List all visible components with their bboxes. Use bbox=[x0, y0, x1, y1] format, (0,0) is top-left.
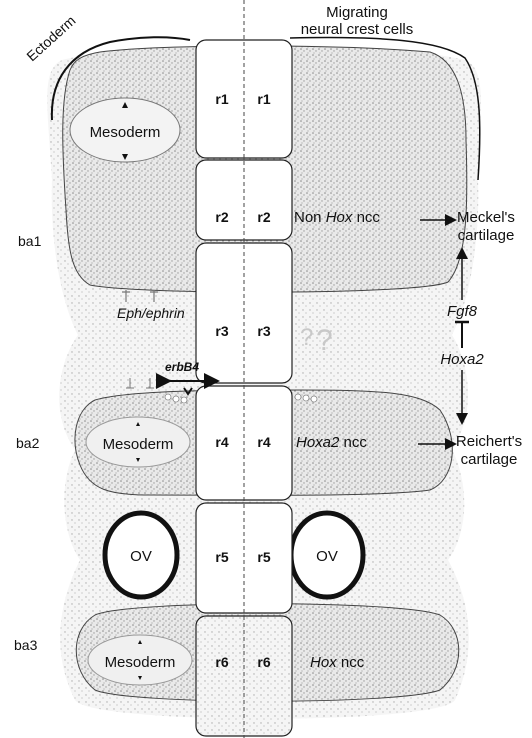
question-mark: ? bbox=[300, 324, 313, 351]
meckel-label: Meckel's bbox=[457, 209, 515, 226]
rhombomere-label-right: r5 bbox=[257, 549, 270, 565]
ectoderm-label: Ectoderm bbox=[23, 12, 78, 64]
fgf8-label: Fgf8 bbox=[447, 303, 478, 320]
rhombomere-label-left: r5 bbox=[215, 549, 228, 565]
rhombomere-r3 bbox=[196, 243, 292, 383]
question-mark: ? bbox=[316, 324, 333, 357]
mesoderm-label: Mesoderm bbox=[105, 654, 176, 671]
rhombomere-label-right: r4 bbox=[257, 434, 270, 450]
mesoderm-label: Mesoderm bbox=[90, 124, 161, 141]
arch-label-ba3: ba3 bbox=[14, 637, 38, 653]
rhombomere-label-right: r1 bbox=[257, 91, 270, 107]
reichert-label: Reichert's bbox=[456, 433, 522, 450]
eph-ephrin-label: Eph/ephrin bbox=[117, 305, 185, 321]
ncc-label-ba3: Hox ncc bbox=[310, 654, 365, 671]
reichert-label-2: cartilage bbox=[461, 451, 518, 468]
ncc-label-ba1: Non Hox ncc bbox=[294, 209, 380, 226]
hoxa2-label: Hoxa2 bbox=[440, 351, 484, 368]
rhombomere-label-right: r2 bbox=[257, 209, 270, 225]
meckel-label-2: cartilage bbox=[458, 227, 515, 244]
erbb4-label: erbB4 bbox=[165, 360, 199, 374]
arch-label-ba1: ba1 bbox=[18, 233, 42, 249]
rhombomere-label-left: r4 bbox=[215, 434, 228, 450]
otic-vesicle-label: OV bbox=[316, 548, 338, 565]
rhombomere-label-left: r3 bbox=[215, 323, 228, 339]
rhombomere-label-right: r3 bbox=[257, 323, 270, 339]
rhombomere-label-right: r6 bbox=[257, 654, 270, 670]
ncc-label-ba2: Hoxa2 ncc bbox=[296, 434, 367, 451]
rhombomere-label-left: r6 bbox=[215, 654, 228, 670]
header-migrating: Migrating bbox=[326, 4, 388, 21]
mesoderm-label: Mesoderm bbox=[103, 436, 174, 453]
otic-vesicle-label: OV bbox=[130, 548, 152, 565]
arch-label-ba2: ba2 bbox=[16, 435, 40, 451]
rhombomere-label-left: r1 bbox=[215, 91, 228, 107]
header-neural-crest: neural crest cells bbox=[301, 21, 414, 38]
rhombomere-label-left: r2 bbox=[215, 209, 228, 225]
